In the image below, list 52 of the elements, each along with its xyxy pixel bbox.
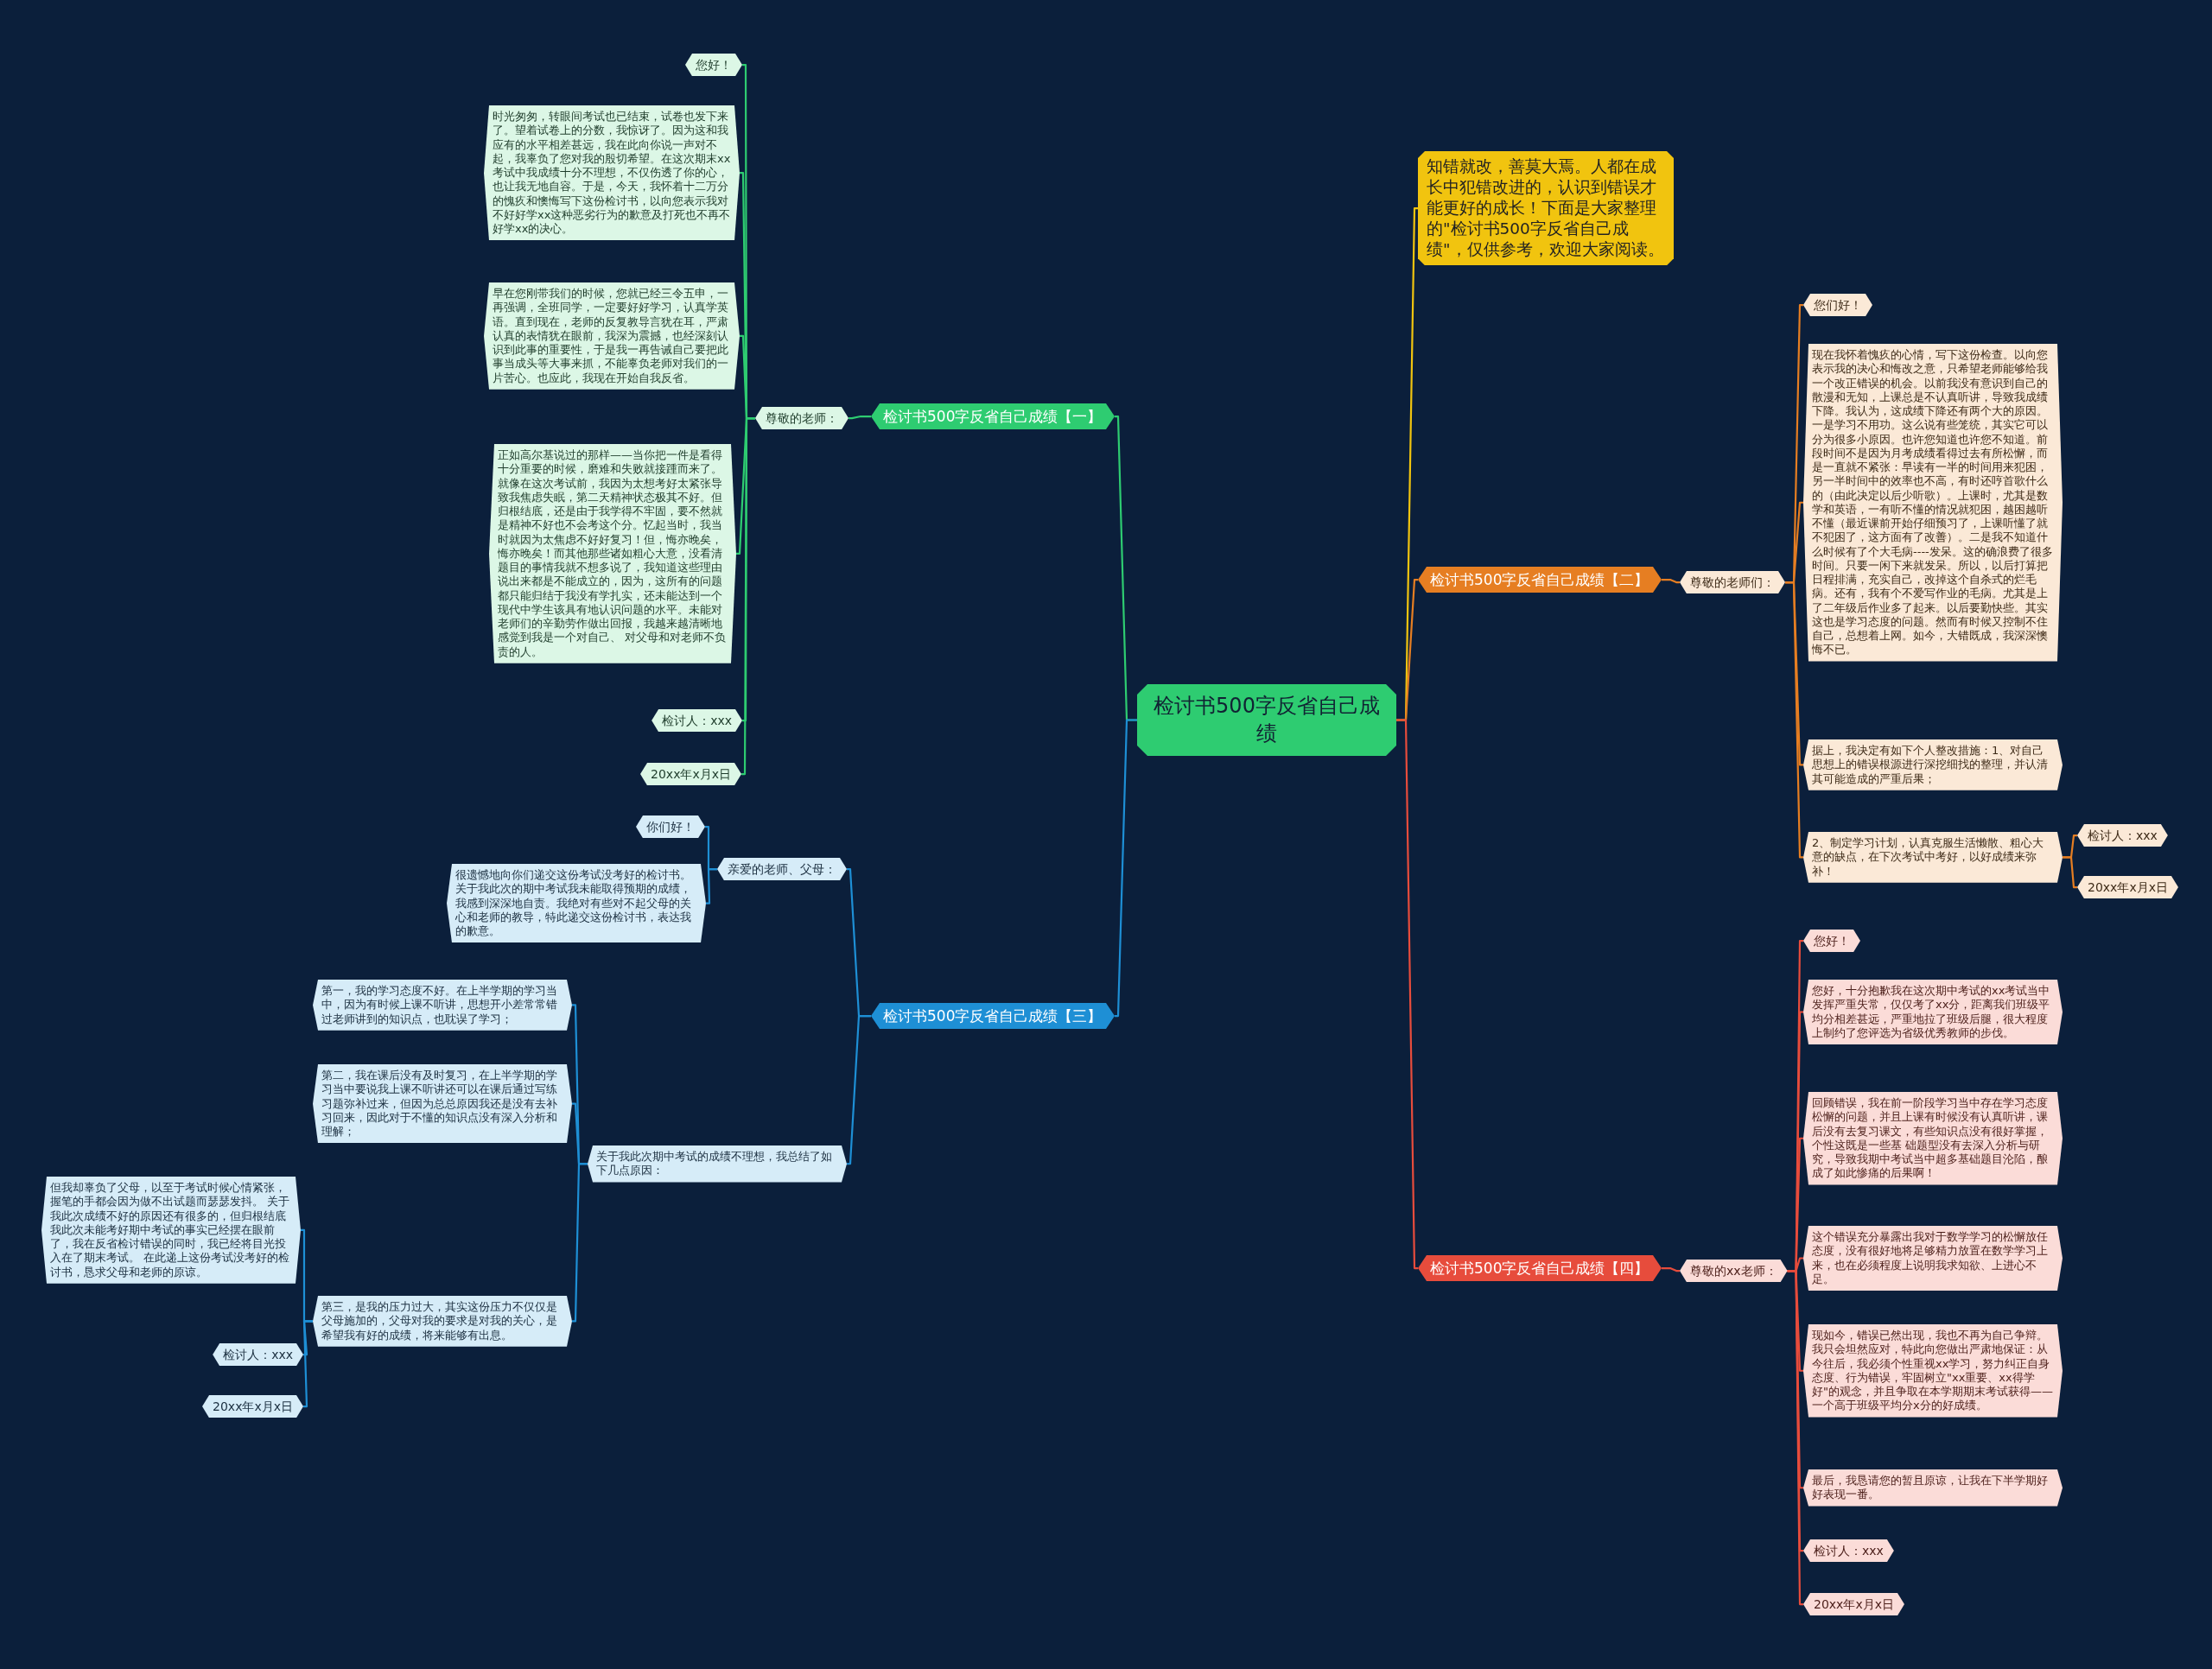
paragraph-note: 现如今，错误已然出现，我也不再为自己争辩。我只会坦然应对，特此向您做出严肃地保证：从今往后，我必须个性重视xx学习，努力纠正自身态度、行为错误，牢固树立"xx重要、xx得学好"的观念，并且争取在本学期期末考试获得——一个高于班级平均分x分的好成绩。 — [1803, 1324, 2063, 1418]
paragraph-note: 最后，我恳请您的暂且原谅，让我在下半学期好好表现一番。 — [1803, 1469, 2063, 1507]
connector-line — [847, 1014, 871, 1165]
connector-line — [2063, 856, 2077, 889]
connector-line — [1396, 719, 1419, 1270]
paragraph-note: 早在您刚带我们的时候，您就已经三令五申，一再强调，全班同学，一定要好好学习，认真学英语。直到现在，老师的反复教导言犹在耳，严肃认真的表情犹在眼前，我深为震撼，也经深刻认识到此事的重要性，于是我一再告诫自己要把此事当成头等大事来抓，不能辜负老师对我们的一片苦心。也应此，我现在开始自我反省。 — [484, 282, 740, 390]
leaf-topic: 20xx年x月x日 — [1803, 1593, 1904, 1616]
leaf-topic: 20xx年x月x日 — [2077, 876, 2178, 899]
leaf-topic: 检讨人：xxx — [2077, 824, 2168, 847]
connector-line — [849, 415, 871, 420]
leaf-topic: 尊敬的老师： — [755, 407, 849, 430]
leaf-topic: 尊敬的xx老师： — [1680, 1260, 1788, 1283]
connector-line — [706, 868, 717, 904]
connector-line — [302, 1320, 313, 1408]
paragraph-note: 正如高尔基说过的那样——当你把一件是看得十分重要的时候，磨难和失败就接踵而来了。就像在这次考试前，我因为太想考好太紧张导致我焦虑失眠，第二天精神状态极其不好。但归根结底，还是由于我学得不牢固，要不然就是精神不好也不会考这个分。忆起当时，我当时就因为太焦虑不好好复习！但，悔亦晚矣，悔亦晚矣！而其他那些诸如粗心大意，没看清题目的事情我就不想多说了，我知道这些理由说出来都是不能成立的，因为，这所有的问题都只能归结于我没有学扎实，还未能达到一个现代中学生该具有地认识问题的水平。未能对老师们的辛勤劳作做出回报，我越来越清晰地感觉到我是一个对自己、 对父母和对老师不负责的人。 — [489, 444, 736, 663]
paragraph-note: 关于我此次期中考试的成绩不理想，我总结了如下几点原因： — [588, 1145, 847, 1183]
paragraph-note: 时光匆匆，转眼间考试也已结束，试卷也发下来了。望着试卷上的分数，我惊讶了。因为这和我应有的水平相差甚远，我在此向你说一声对不起，我辜负了您对我的殷切希望。在这次期末xx考试中我成绩十分不理想，不仅伤透了你的心，也让我无地自容。于是，今天，我怀着十二万分的愧疚和懊悔写下这份检讨书，以向您表示我对不好好学xx这种恶劣行为的歉意及打死也不再不好学xx的决心。 — [484, 105, 740, 241]
connector-line — [1115, 719, 1137, 1018]
leaf-topic: 您好！ — [1803, 930, 1860, 953]
leaf-topic: 检讨人：xxx — [1803, 1539, 1894, 1563]
paragraph-note: 但我却辜负了父母，以至于考试时候心情紧张，握笔的手都会因为做不出试题而瑟瑟发抖。 关于我此次成绩不好的原因还有很多的，但归根结底我此次未能考好期中考试的事实已经摆在眼前了，我在反省检讨错误的同时，我已经将目光投入在了期末考试。 在此递上这份考试没考好的检讨书，恳求父母和老师的原谅。 — [41, 1177, 301, 1284]
branch-topic: 检讨书500字反省自己成绩【一】 — [871, 403, 1115, 430]
paragraph-note: 很遗憾地向你们递交这份考试没考好的检讨书。关于我此次的期中考试我未能取得预期的成绩，我感到深深地自责。我绝对有些对不起父母的关心和老师的教导，特此递交这份检讨书，表达我的歉意。 — [447, 864, 706, 943]
leaf-topic: 20xx年x月x日 — [202, 1395, 303, 1418]
paragraph-note: 回顾错误，我在前一阶段学习当中存在学习态度松懈的问题，并且上课有时候没有认真听讲，课后没有去复习课文，有些知识点没有很好掌握，个性这既是一些基 础题型没有去深入分析与研究，导致我期中考试当中超多基础题目沦陷，酿成了如此惨痛的后果啊！ — [1803, 1092, 2063, 1185]
leaf-topic: 您们好！ — [1803, 294, 1872, 317]
branch-topic: 检讨书500字反省自己成绩【四】 — [1418, 1255, 1662, 1282]
connector-line — [1662, 1266, 1680, 1272]
leaf-topic: 检讨人：xxx — [652, 709, 742, 733]
connector-line — [1787, 1270, 1804, 1606]
paragraph-note: 2、制定学习计划，认真克服生活懒散、粗心大意的缺点，在下次考试中考好，以好成绩来弥补！ — [1803, 832, 2063, 883]
central-topic: 检讨书500字反省自己成绩 — [1137, 684, 1396, 756]
paragraph-note: 据上，我决定有如下个人整改措施：1、对自己思想上的错误根源进行深挖细找的整理，并认清其可能造成的严重后果； — [1803, 739, 2063, 790]
leaf-topic: 您好！ — [685, 54, 742, 77]
branch-topic: 检讨书500字反省自己成绩【二】 — [1418, 567, 1662, 593]
paragraph-note: 第三，是我的压力过大，其实这份压力不仅仅是父母施加的，父母对我的要求是对我的关心，是希望我有好的成绩，将来能够有出息。 — [313, 1296, 572, 1347]
paragraph-note: 这个错误充分暴露出我对于数学学习的松懈放任态度，没有很好地将足够精力放置在数学学习上来，也在必须程度上说明我求知欲、上进心不足。 — [1803, 1226, 2063, 1291]
leaf-topic: 检讨人：xxx — [213, 1343, 303, 1367]
intro-note: 知错就改，善莫大焉。人都在成长中犯错改进的，认识到错误才能更好的成长！下面是大家整理的"检讨书500字反省自己成绩"，仅供参考，欢迎大家阅读。 — [1418, 151, 1674, 266]
connector-line — [741, 417, 755, 776]
leaf-topic: 20xx年x月x日 — [640, 763, 741, 786]
paragraph-note: 第二，我在课后没有及时复习，在上半学期的学习当中要说我上课不听讲还可以在课后通过写练习题弥补过来，但因为总总原因我还是没有去补习回来，因此对于不懂的知识点没有深入分析和理解； — [313, 1064, 572, 1144]
leaf-topic: 你们好！ — [636, 815, 705, 839]
paragraph-note: 第一，我的学习态度不好。在上半学期的学习当中，因为有时候上课不听讲，思想开小差常常错过老师讲到的知识点，也耽误了学习； — [313, 980, 572, 1031]
leaf-topic: 尊敬的老师们： — [1680, 571, 1785, 594]
paragraph-note: 您好，十分抱歉我在这次期中考试的xx考试当中发挥严重失常，仅仅考了xx分，距离我们班级平均分相差甚远，严重地拉了班级后腿，很大程度上制约了您评选为省级优秀教师的步伐。 — [1803, 980, 2063, 1044]
paragraph-note: 现在我怀着愧疚的心情，写下这份检查。以向您表示我的决心和悔改之意，只希望老师能够给我一个改正错误的机会。以前我没有意识到自己的散漫和无知，上课总是不认真听讲，导致我成绩下降。我认为，这成绩下降还有两个大的原因。一是学习不用功。这么说有些笼统，其实它可以分为很多小原因。也许您知道也许您不知道。前段时间不是因为月考成绩看得过去有所松懈，而是一直就不紧张：早读有一半的时间用来犯困，另一半时间中的效率也不高，有时还哼首歌什么的（由此决定以后少听歌）。上课时，尤其是数学和英语，一有听不懂的情况就犯困，越困越听不懂（最近课前开始仔细预习了，上课听懂了就不犯困了，这方面有了改善）。二是我不知道什么时候有了个大毛病----发呆。这的确浪费了很多时间。只要一闲下来就发呆。所以，以后打算把日程排满，充实自己，改掉这个自杀式的烂毛病。还有，我有个不爱写作业的毛病。尤其是上了二年级后作业多了起来。以后要勤快些。其实这也是学习态度的问题。然而有时候又控制不住自己，总想着上网。如今，大错既成，我深深懊悔不已。 — [1803, 344, 2063, 662]
branch-topic: 检讨书500字反省自己成绩【三】 — [871, 1003, 1115, 1030]
connector-line — [1662, 578, 1680, 584]
connector-line — [1785, 581, 1803, 859]
connector-line — [572, 1163, 588, 1323]
leaf-topic: 亲爱的老师、父母： — [717, 858, 847, 881]
